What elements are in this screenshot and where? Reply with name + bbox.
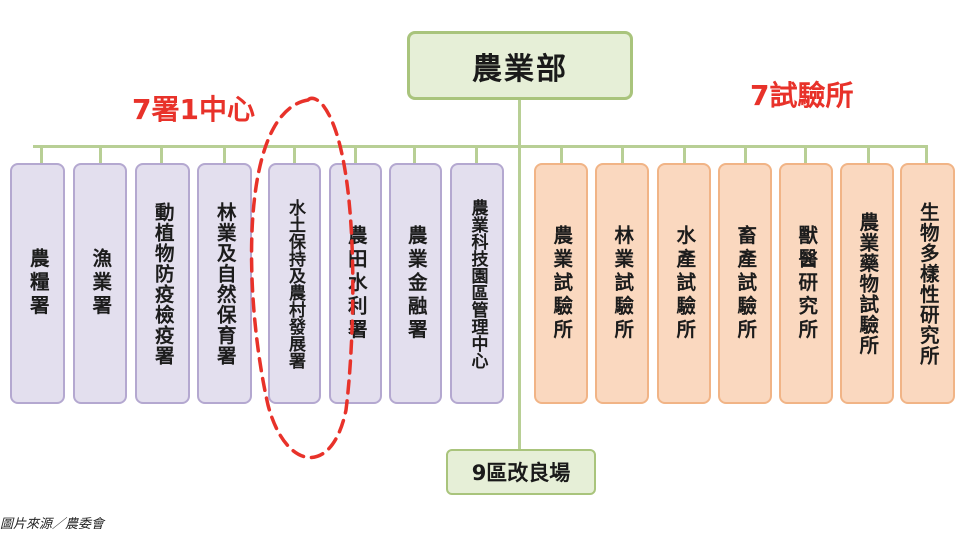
institute-label: 農業試驗所 [549, 224, 573, 343]
drop-line [475, 145, 478, 163]
institute-node: 農業試驗所 [534, 163, 588, 404]
drop-line [867, 145, 870, 163]
dashed-highlight-ellipse [249, 96, 355, 460]
drop-line [621, 145, 624, 163]
drop-line [354, 145, 357, 163]
institute-node: 畜產試驗所 [718, 163, 772, 404]
department-node: 農業科技園區管理中心 [450, 163, 504, 404]
drop-line [293, 145, 296, 163]
institute-node: 獸醫研究所 [779, 163, 833, 404]
department-node: 林業及自然保育署 [197, 163, 252, 404]
department-node: 漁業署 [73, 163, 127, 404]
drop-line [223, 145, 226, 163]
department-node: 水土保持及農村發展署 [268, 163, 321, 404]
left-group-label: 7署1中心 [132, 93, 255, 126]
institute-label: 林業試驗所 [610, 224, 634, 343]
institute-label: 水產試驗所 [672, 224, 696, 343]
institute-node: 農業藥物試驗所 [840, 163, 894, 404]
department-node: 農田水利署 [329, 163, 382, 404]
department-label: 農田水利署 [344, 224, 368, 343]
department-label: 農業金融署 [404, 224, 428, 343]
institute-node: 生物多樣性研究所 [900, 163, 955, 404]
department-label: 動植物防疫檢疫署 [151, 201, 175, 366]
institute-label: 畜產試驗所 [733, 224, 757, 343]
drop-line [804, 145, 807, 163]
bottom-node: 9區改良場 [446, 449, 596, 495]
right-group-label: 7試驗所 [750, 79, 854, 112]
department-label: 林業及自然保育署 [213, 201, 237, 366]
drop-line [744, 145, 747, 163]
department-node: 農業金融署 [389, 163, 442, 404]
root-node: 農業部 [407, 31, 633, 100]
image-caption: 圖片來源／農委會 [0, 517, 105, 532]
bottom-label: 9區改良場 [471, 461, 571, 485]
drop-line [560, 145, 563, 163]
department-node: 動植物防疫檢疫署 [135, 163, 190, 404]
drop-line [683, 145, 686, 163]
drop-line [99, 145, 102, 163]
root-trunk-line [518, 100, 521, 449]
drop-line [40, 145, 43, 163]
drop-line [160, 145, 163, 163]
institute-node: 水產試驗所 [657, 163, 711, 404]
drop-line [413, 145, 416, 163]
department-label: 漁業署 [88, 248, 112, 319]
department-label: 農糧署 [26, 248, 50, 319]
horizontal-connector-line [33, 145, 925, 148]
root-label: 農業部 [472, 51, 568, 87]
department-label: 水土保持及農村發展署 [285, 198, 305, 369]
institute-label: 生物多樣性研究所 [916, 201, 940, 366]
institute-label: 獸醫研究所 [794, 224, 818, 343]
department-label: 農業科技園區管理中心 [467, 198, 488, 369]
institute-node: 林業試驗所 [595, 163, 649, 404]
department-node: 農糧署 [10, 163, 65, 404]
drop-line [925, 145, 928, 163]
institute-label: 農業藥物試驗所 [855, 211, 879, 356]
